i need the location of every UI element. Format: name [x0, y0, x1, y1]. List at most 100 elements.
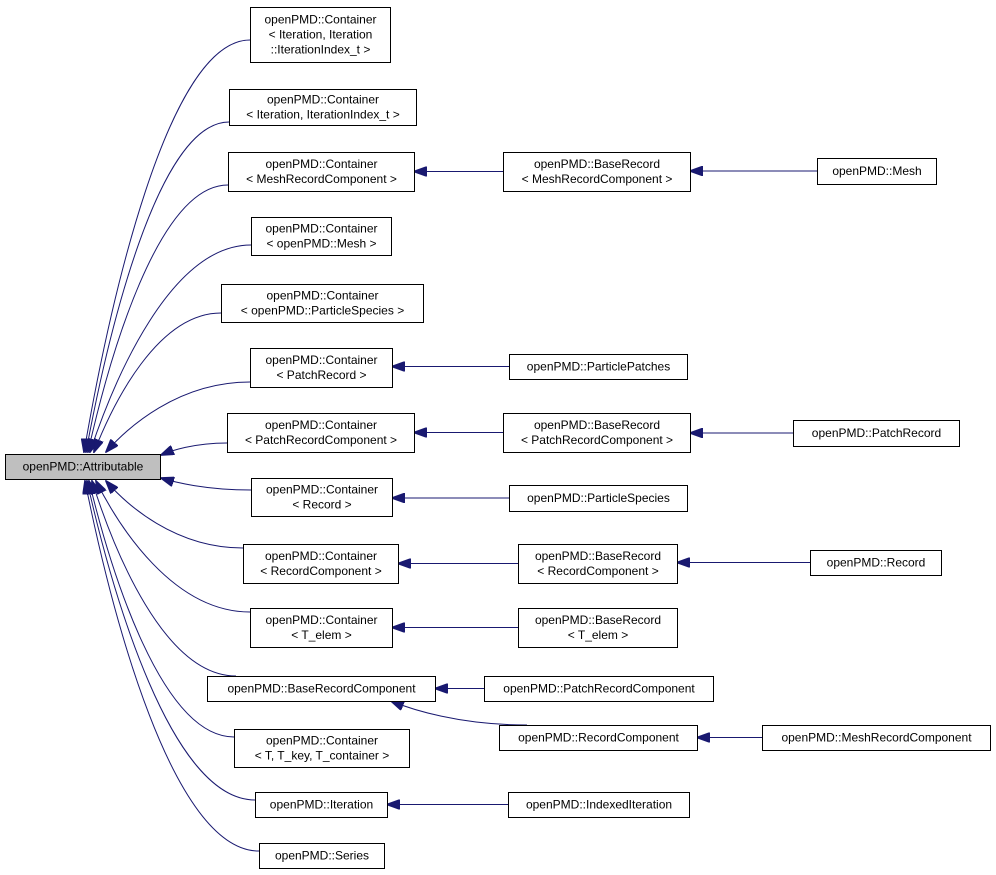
node-label-line: openPMD::ParticleSpecies: [527, 491, 670, 505]
edge-line: [89, 481, 235, 738]
node-container-iteration-index[interactable]: openPMD::Container< Iteration, Iteration…: [229, 89, 417, 126]
node-box[interactable]: [251, 478, 393, 517]
node-box[interactable]: [250, 7, 391, 63]
node-container-meshrecordcomponent[interactable]: openPMD::Container< MeshRecordComponent …: [228, 152, 415, 192]
edge-line: [92, 481, 237, 677]
node-record[interactable]: openPMD::Record: [810, 550, 942, 576]
edge-baserecordcomponent-to-attributable: [92, 481, 237, 677]
edge-container-iteration-index-to-attributable: [86, 121, 230, 452]
node-box[interactable]: [228, 152, 415, 192]
edge-container-iteration-indexed-to-attributable: [84, 39, 251, 452]
node-box[interactable]: [762, 725, 991, 751]
node-label-line: < PatchRecordComponent >: [245, 433, 397, 447]
node-label-line: openPMD::BaseRecord: [535, 549, 661, 563]
edge-container-generic-to-attributable: [89, 481, 235, 738]
node-label-line: openPMD::Container: [265, 353, 377, 367]
edge-line: [87, 481, 256, 801]
edge-container-mesh-to-attributable: [90, 244, 252, 452]
node-label-line: openPMD::Attributable: [23, 460, 144, 474]
node-particlespecies[interactable]: openPMD::ParticleSpecies: [509, 485, 688, 512]
node-label-line: < Iteration, Iteration: [269, 28, 373, 42]
node-box[interactable]: [499, 725, 698, 751]
node-container-particlespecies[interactable]: openPMD::Container< openPMD::ParticleSpe…: [221, 284, 424, 323]
node-container-patchrecordcomponent[interactable]: openPMD::Container< PatchRecordComponent…: [227, 413, 415, 453]
node-series[interactable]: openPMD::Series: [259, 843, 385, 869]
node-box[interactable]: [508, 792, 690, 818]
node-box[interactable]: [243, 544, 399, 584]
node-label-line: openPMD::Container: [265, 222, 377, 236]
node-label-line: openPMD::BaseRecord: [535, 613, 661, 627]
edge-series-to-attributable: [85, 481, 260, 852]
node-recordcomponent[interactable]: openPMD::RecordComponent: [499, 725, 698, 751]
node-box[interactable]: [250, 608, 393, 648]
node-box[interactable]: [234, 729, 410, 768]
edge-recordcomponent-to-baserecordcomponent: [391, 701, 528, 726]
edge-line: [88, 184, 229, 452]
node-meshrecordcomponent[interactable]: openPMD::MeshRecordComponent: [762, 725, 991, 751]
node-box[interactable]: [259, 843, 385, 869]
node-label-line: openPMD::Container: [266, 289, 378, 303]
node-container-patchrecord[interactable]: openPMD::Container< PatchRecord >: [250, 348, 393, 388]
node-box[interactable]: [229, 89, 417, 126]
edge-line: [96, 481, 251, 613]
edge-iteration-to-attributable: [87, 481, 256, 801]
node-label-line: openPMD::RecordComponent: [518, 731, 679, 745]
edge-line: [84, 39, 251, 452]
node-box[interactable]: [503, 413, 691, 453]
node-box[interactable]: [255, 792, 388, 818]
node-container-record[interactable]: openPMD::Container< Record >: [251, 478, 393, 517]
node-baserecord-recordcomponent[interactable]: openPMD::BaseRecord< RecordComponent >: [518, 544, 678, 584]
node-particlepatches[interactable]: openPMD::ParticlePatches: [509, 354, 688, 380]
edge-container-patchrecordcomponent-to-attributable: [161, 442, 228, 455]
node-label-line: openPMD::Mesh: [832, 164, 921, 178]
node-label-line: openPMD::ParticlePatches: [527, 360, 670, 374]
node-box[interactable]: [5, 454, 161, 480]
node-box[interactable]: [251, 217, 392, 256]
node-label-line: openPMD::BaseRecord: [534, 157, 660, 171]
node-box[interactable]: [221, 284, 424, 323]
node-baserecord-patchrecordcomponent[interactable]: openPMD::BaseRecord< PatchRecordComponen…: [503, 413, 691, 453]
node-container-mesh[interactable]: openPMD::Container< openPMD::Mesh >: [251, 217, 392, 256]
node-baserecord-t-elem[interactable]: openPMD::BaseRecord< T_elem >: [518, 608, 678, 648]
node-label-line: < T_elem >: [291, 628, 351, 642]
node-box[interactable]: [509, 485, 688, 512]
node-baserecordcomponent[interactable]: openPMD::BaseRecordComponent: [207, 676, 436, 702]
node-label-line: openPMD::Record: [827, 556, 926, 570]
node-label-line: < Iteration, IterationIndex_t >: [246, 108, 399, 122]
edge-container-t-elem-to-attributable: [96, 481, 251, 613]
node-box[interactable]: [484, 676, 714, 702]
node-iteration[interactable]: openPMD::Iteration: [255, 792, 388, 818]
node-container-t-elem[interactable]: openPMD::Container< T_elem >: [250, 608, 393, 648]
node-patchrecord[interactable]: openPMD::PatchRecord: [793, 420, 960, 447]
node-box[interactable]: [509, 354, 688, 380]
node-label-line: openPMD::PatchRecordComponent: [503, 682, 695, 696]
edge-container-meshrecordcomponent-to-attributable: [88, 184, 229, 452]
node-mesh[interactable]: openPMD::Mesh: [817, 158, 937, 185]
node-box[interactable]: [518, 544, 678, 584]
node-box[interactable]: [793, 420, 960, 447]
node-box[interactable]: [207, 676, 436, 702]
node-label-line: openPMD::Container: [265, 613, 377, 627]
node-box[interactable]: [227, 413, 415, 453]
edge-line: [161, 478, 252, 491]
node-container-iteration-indexed[interactable]: openPMD::Container< Iteration, Iteration…: [250, 7, 391, 63]
node-label-line: openPMD::Container: [265, 549, 377, 563]
node-box[interactable]: [250, 348, 393, 388]
edges: [84, 39, 817, 852]
node-indexediteration[interactable]: openPMD::IndexedIteration: [508, 792, 690, 818]
node-label-line: openPMD::BaseRecord: [534, 418, 660, 432]
node-attributable[interactable]: openPMD::Attributable: [5, 454, 161, 480]
node-container-recordcomponent[interactable]: openPMD::Container< RecordComponent >: [243, 544, 399, 584]
node-label-line: openPMD::MeshRecordComponent: [781, 731, 972, 745]
node-patchrecordcomponent[interactable]: openPMD::PatchRecordComponent: [484, 676, 714, 702]
node-box[interactable]: [518, 608, 678, 648]
node-box[interactable]: [810, 550, 942, 576]
node-container-generic[interactable]: openPMD::Container< T, T_key, T_containe…: [234, 729, 410, 768]
node-box[interactable]: [817, 158, 937, 185]
node-box[interactable]: [503, 152, 691, 192]
node-label-line: < T_elem >: [568, 628, 628, 642]
node-baserecord-meshrecordcomponent[interactable]: openPMD::BaseRecord< MeshRecordComponent…: [503, 152, 691, 192]
edge-line: [85, 481, 260, 852]
edge-line: [106, 381, 251, 452]
node-label-line: openPMD::Iteration: [270, 798, 373, 812]
